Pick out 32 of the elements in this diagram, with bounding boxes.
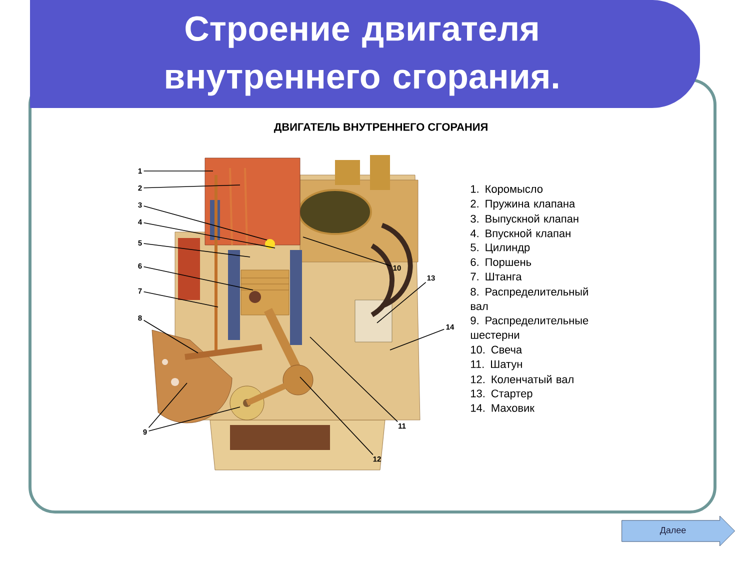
leader-line <box>143 170 214 172</box>
title-banner: Строение двигателя внутреннего сгорания. <box>30 0 700 108</box>
leader-line <box>143 320 198 354</box>
legend-item: 8. Распределительный вал <box>470 287 588 310</box>
legend-item: 11. Шатун <box>471 360 522 370</box>
leader-line <box>148 382 188 428</box>
legend-item: 9. Распределительные шестерни <box>470 316 588 341</box>
legend-item: 4. Впускной клапан <box>470 229 570 240</box>
leader-line <box>300 376 374 456</box>
leader-line <box>310 336 398 422</box>
next-button: Далее <box>622 516 735 546</box>
legend-item: 5. Цилиндр <box>470 244 530 254</box>
leader-line <box>143 243 250 258</box>
legend-item: 13. Стартер <box>471 390 532 400</box>
leader-line <box>143 291 218 308</box>
leader-line <box>148 406 240 432</box>
leader-line <box>143 184 240 188</box>
legend-item: 1. Коромысло <box>471 185 543 195</box>
leader-line <box>143 206 268 240</box>
legend-item: 14. Маховик <box>471 404 534 412</box>
legend-item: 3. Выпускной клапан <box>470 214 578 225</box>
leader-line <box>143 222 276 248</box>
legend-item: 2. Пружина клапана <box>470 200 576 210</box>
subtitle: ДВИГАТЕЛЬ ВНУТРЕННЕГО СГОРАНИЯ <box>274 123 488 133</box>
leader-line <box>143 266 254 290</box>
legend-item: 12. Коленчатый вал <box>471 375 574 384</box>
leader-line <box>376 282 426 324</box>
legend-item: 6. Поршень <box>470 258 532 268</box>
legend-item: 7. Штанга <box>470 272 522 280</box>
leader-line <box>390 328 445 350</box>
legend-item: 10. Свеча <box>471 346 522 354</box>
leader-line <box>302 236 392 266</box>
